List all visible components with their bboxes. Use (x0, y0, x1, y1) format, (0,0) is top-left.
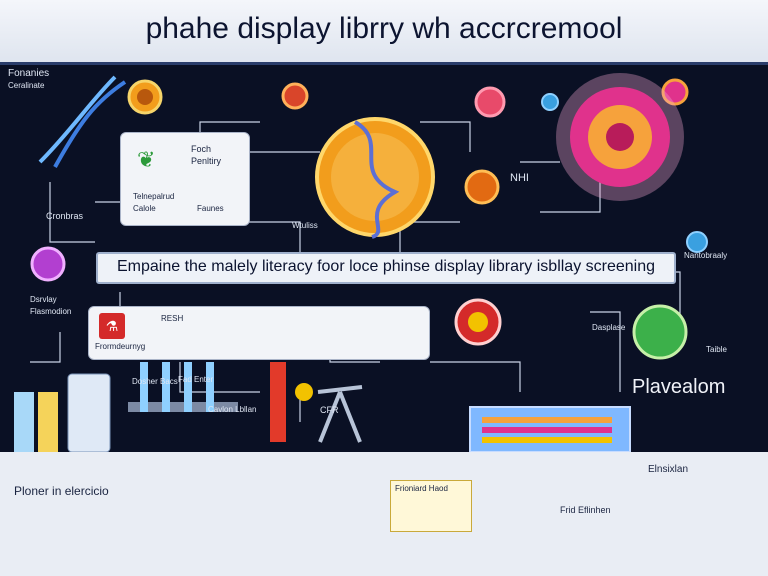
pathway-card-caption-2: Calole (133, 204, 156, 213)
pathway-card-caption-3: Faunes (197, 204, 224, 213)
equipment-label-1: Dosher Bacs (132, 377, 178, 386)
pathway-card-subtitle: Penltiry (191, 156, 222, 166)
page-title: phahe display librry wh accrcremool (145, 12, 623, 45)
virus-icon (454, 298, 502, 346)
leaf-icon: ❦ (137, 147, 156, 172)
title-bar: phahe display librry wh accrcremool (0, 0, 768, 65)
sequencing-machine (469, 406, 631, 452)
nhi-label: NHI (510, 172, 529, 184)
virus-icon (541, 93, 559, 111)
big-label: Plavealom (632, 376, 726, 398)
flask-icon: ⚗ (99, 313, 125, 339)
bottle-icon (14, 373, 111, 452)
virus-icon (464, 169, 500, 205)
virus-icon (474, 86, 506, 118)
result-card-title: Frioniard Haod (395, 484, 448, 493)
virus-icon (30, 246, 66, 282)
left-caption: Cronbras (46, 211, 84, 221)
screening-banner-text: Empaine the malely literacy foor loce ph… (116, 258, 656, 275)
footer-mid-text: Frid Eflinhen (560, 505, 611, 515)
test-tube-rack (128, 362, 238, 412)
virus-icon (686, 231, 708, 253)
left-mid-label: Dsrvlay (30, 295, 57, 304)
virus-icon (661, 78, 689, 106)
equipment-label-2: Fad Enter (178, 375, 214, 384)
center-mid-label: Wtuliss (292, 221, 318, 230)
virus-icon (632, 304, 688, 360)
left-mid-label-2: Flasmodion (30, 307, 72, 316)
top-left-label: Fonanies (8, 68, 50, 79)
resh-panel-title: RESH (161, 314, 184, 323)
screening-banner: Empaine the malely literacy foor loce ph… (96, 252, 676, 284)
lightbulb-icon (295, 383, 313, 401)
resh-panel: ⚗ RESH Frormdeurnyg (88, 306, 430, 360)
footer-left-text: Ploner in elercicio (14, 484, 109, 498)
pathway-card: ❦ Foch Penltiry Telnepalrud Calole Faune… (120, 132, 250, 226)
sample-tube (270, 362, 286, 442)
cfr-label: CFR (320, 405, 339, 415)
footer-right-text: Elnsixlan (648, 464, 689, 475)
dna-helix (38, 75, 127, 168)
diagram-canvas (14, 73, 708, 452)
phage-right-label-1: Dasplase (592, 323, 626, 332)
pink-virus-particle (556, 73, 684, 201)
footer-panel (0, 452, 768, 576)
virus-icon (281, 82, 309, 110)
resh-panel-caption: Frormdeurnyg (95, 342, 146, 351)
pathway-card-title: Foch (191, 144, 212, 154)
top-left-sub-label: Ceralinate (8, 81, 45, 90)
central-phage-particle (315, 117, 435, 239)
virus-icon (127, 79, 163, 115)
microscope-icon (317, 385, 363, 443)
result-card: Frioniard Haod (390, 480, 472, 532)
right-label: Nantobraaly (684, 251, 728, 260)
equipment-label-3: Cavlon Lbllan (208, 405, 257, 414)
pathway-card-caption-1: Telnepalrud (133, 192, 175, 201)
phage-right-label-2: Taible (706, 345, 727, 354)
